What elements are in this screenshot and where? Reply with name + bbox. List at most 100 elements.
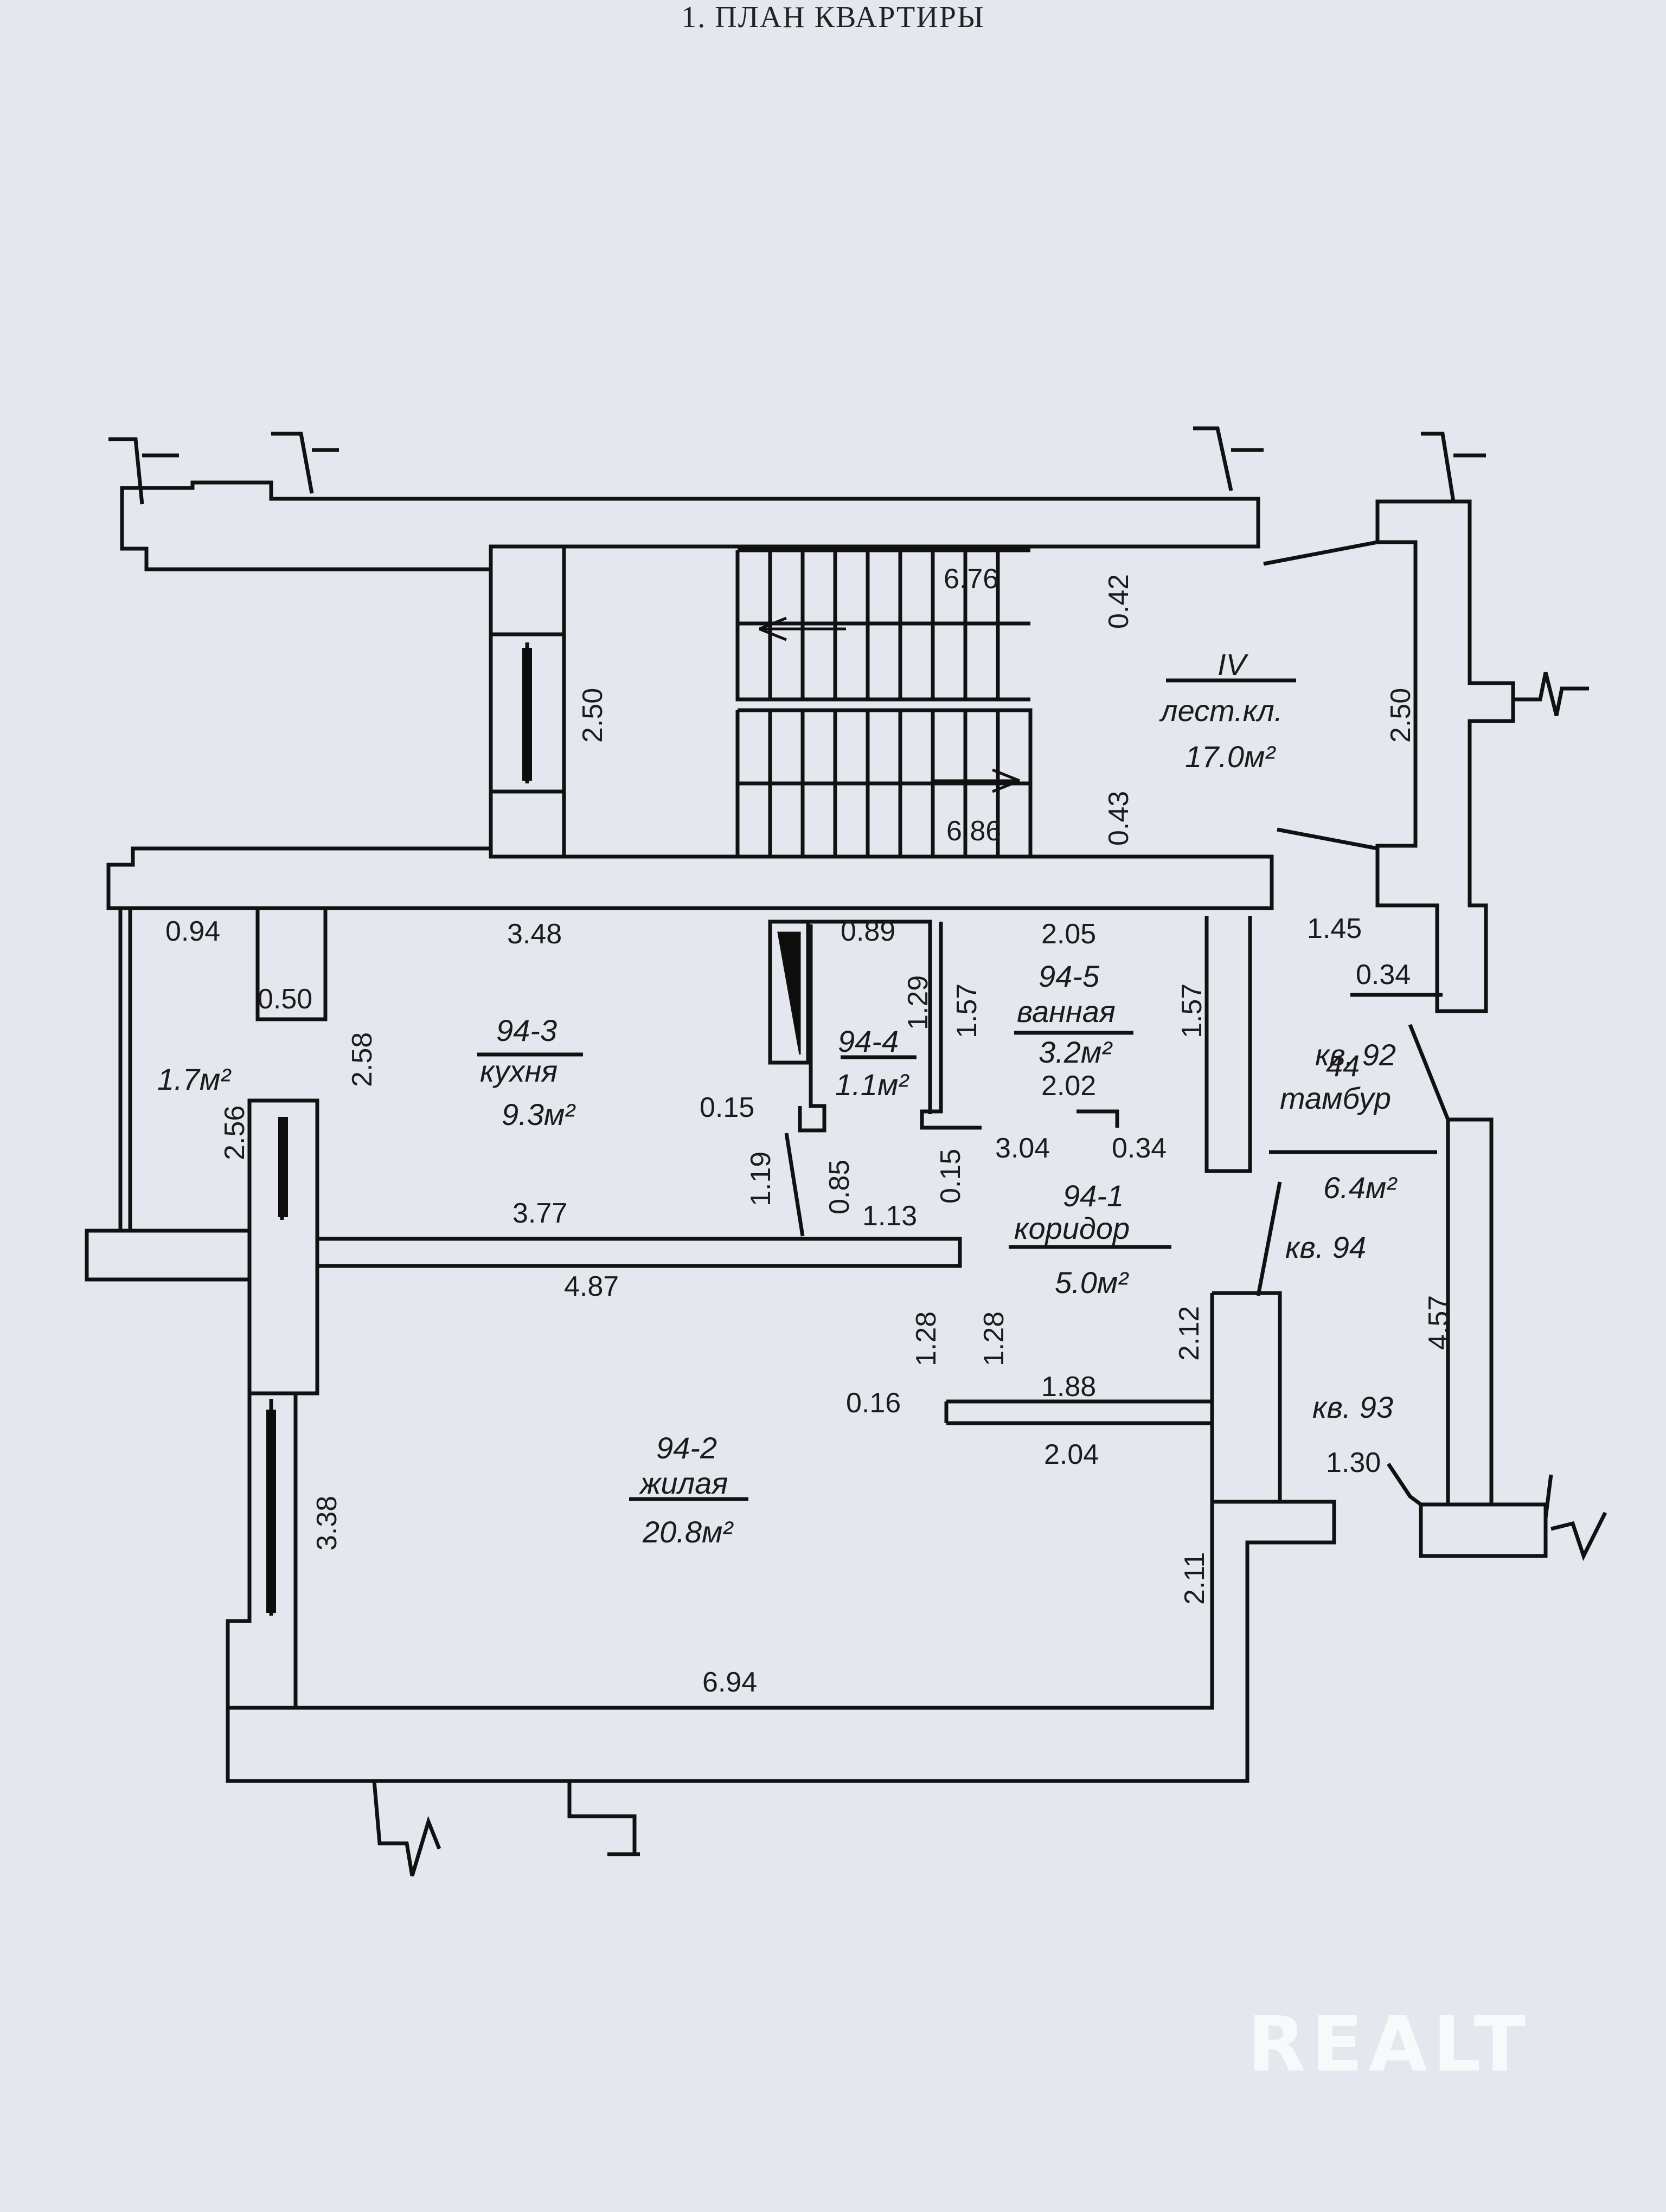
dim-0-15-corridor: 0.15 <box>935 1149 966 1204</box>
dim-6-76: 6.76 <box>944 563 998 595</box>
door-swing-vestibule-bottom <box>1387 1463 1422 1506</box>
top-outer-wall <box>120 480 1260 571</box>
dim-1-29: 1.29 <box>902 975 934 1030</box>
window-column-lower <box>226 1391 298 1710</box>
dim-1-30: 1.30 <box>1326 1447 1381 1478</box>
bottom-outer-wall <box>226 1500 1336 1783</box>
balcony-rail <box>118 908 132 1231</box>
dim-0-42: 0.42 <box>1103 574 1135 629</box>
dim-2-12: 2.12 <box>1174 1306 1205 1361</box>
dim-3-77: 3.77 <box>512 1198 567 1229</box>
dim-4-57: 4.57 <box>1423 1295 1454 1350</box>
balcony-area: 1.7м² <box>157 1062 232 1096</box>
stair-arrow-up <box>759 616 846 641</box>
dim-1-28-right: 1.28 <box>978 1311 1010 1366</box>
dim-1-28-left: 1.28 <box>911 1311 942 1366</box>
dim-3-38: 3.38 <box>311 1496 343 1551</box>
living-area: 20.8м² <box>642 1515 734 1549</box>
wall-break-right-mid <box>1513 672 1589 716</box>
dim-2-58: 2.58 <box>347 1032 378 1087</box>
corridor-code: 94-1 <box>1063 1179 1124 1213</box>
dim-1-45: 1.45 <box>1307 913 1362 944</box>
dim-0-89: 0.89 <box>841 916 895 947</box>
dim-2-50-stair: 2.50 <box>577 688 608 743</box>
dim-2-05: 2.05 <box>1041 918 1096 950</box>
corridor-right-wall <box>1210 1291 1282 1502</box>
dim-0-16: 0.16 <box>846 1387 901 1419</box>
neighbor-kv94: кв. 94 <box>1285 1230 1366 1264</box>
dim-1-57-bath: 1.57 <box>1176 983 1208 1038</box>
label-underlines <box>477 678 1437 1501</box>
dim-6-86: 6.86 <box>946 815 1001 847</box>
dim-3-48: 3.48 <box>507 918 562 950</box>
vestibule-code: 44 <box>1326 1049 1360 1083</box>
middle-wall <box>106 846 1274 910</box>
dim-0-94: 0.94 <box>165 916 220 947</box>
dim-0-15-kitchen: 0.15 <box>700 1092 754 1123</box>
kitchen-door-swing <box>784 1133 805 1237</box>
kitchen-code: 94-3 <box>496 1013 557 1047</box>
wc-area: 1.1м² <box>835 1068 909 1102</box>
stair-arrow-down <box>933 768 1020 793</box>
dim-1-19: 1.19 <box>745 1152 777 1206</box>
stair-right-wall <box>1375 499 1515 1013</box>
wall-break-bottom <box>372 1780 640 1877</box>
dim-0-34-bath: 0.34 <box>1112 1133 1167 1164</box>
wall-break-top-left <box>108 432 339 505</box>
door-swing-stair-top <box>1263 540 1378 566</box>
dim-3-04: 3.04 <box>995 1133 1050 1164</box>
dim-2-02: 2.02 <box>1041 1070 1096 1102</box>
neighbor-kv93: кв. 93 <box>1312 1390 1393 1424</box>
corridor-name: коридор <box>1014 1211 1130 1245</box>
bath-name: ванная <box>1017 994 1116 1028</box>
door-swing-vestibule-top <box>1408 1024 1450 1121</box>
vestibule-name: тамбур <box>1280 1081 1391 1115</box>
dim-0-50: 0.50 <box>258 983 312 1015</box>
stair-roman: IV <box>1218 647 1249 681</box>
page-title: 1. ПЛАН КВАРТИРЫ <box>681 1 985 34</box>
vestibule-bottom-wall <box>1419 1502 1548 1558</box>
dim-2-11: 2.11 <box>1179 1552 1210 1605</box>
stair-left-wall <box>489 546 566 857</box>
living-corridor-partition <box>944 1399 1212 1425</box>
west-wall-segment <box>85 1229 252 1282</box>
corridor-area: 5.0м² <box>1055 1265 1129 1300</box>
wc-walls <box>798 919 982 1133</box>
dim-0-43: 0.43 <box>1103 791 1135 846</box>
bath-area: 3.2м² <box>1039 1035 1113 1069</box>
dim-6-94: 6.94 <box>702 1667 757 1698</box>
bath-code: 94-5 <box>1039 959 1100 993</box>
wall-break-right-top <box>1421 432 1486 502</box>
living-code: 94-2 <box>656 1431 717 1465</box>
kitchen-column <box>255 908 328 1021</box>
stair-name: лест.кл. <box>1159 693 1283 728</box>
neighbor-kv92: кв. 92 <box>1315 1038 1396 1072</box>
living-name: жилая <box>638 1466 728 1500</box>
realt-watermark: REALT <box>1247 2001 1532 2089</box>
vestibule-east-wall <box>1446 1117 1494 1507</box>
dim-1-57-wc: 1.57 <box>951 983 983 1038</box>
door-swing-stair-bottom <box>1277 827 1378 851</box>
dim-1-13: 1.13 <box>862 1200 917 1232</box>
dim-2-56: 2.56 <box>219 1105 251 1160</box>
kitchen-area: 9.3м² <box>502 1097 576 1131</box>
shaft-diagonal <box>777 931 801 1055</box>
stair-flight-lower <box>735 708 1033 857</box>
vestibule-area: 6.4м² <box>1323 1171 1398 1205</box>
dim-4-87: 4.87 <box>564 1271 619 1302</box>
kitchen-living-wall <box>317 1237 962 1268</box>
wc-code: 94-4 <box>838 1024 899 1058</box>
stair-area: 17.0м² <box>1185 740 1276 774</box>
dim-2-50-landing: 2.50 <box>1385 688 1417 743</box>
dim-1-88: 1.88 <box>1041 1371 1096 1403</box>
dim-0-85: 0.85 <box>824 1160 855 1214</box>
dim-0-34-landing: 0.34 <box>1356 959 1411 991</box>
kitchen-name: кухня <box>480 1054 558 1088</box>
dim-2-04: 2.04 <box>1044 1439 1099 1470</box>
wall-break-top-right <box>1193 426 1264 491</box>
bath-walls <box>1077 916 1252 1173</box>
ventilation-shaft <box>768 919 810 1065</box>
wall-break-bottom-right <box>1543 1474 1607 1561</box>
door-swing-vestibule-mid <box>1256 1181 1282 1296</box>
